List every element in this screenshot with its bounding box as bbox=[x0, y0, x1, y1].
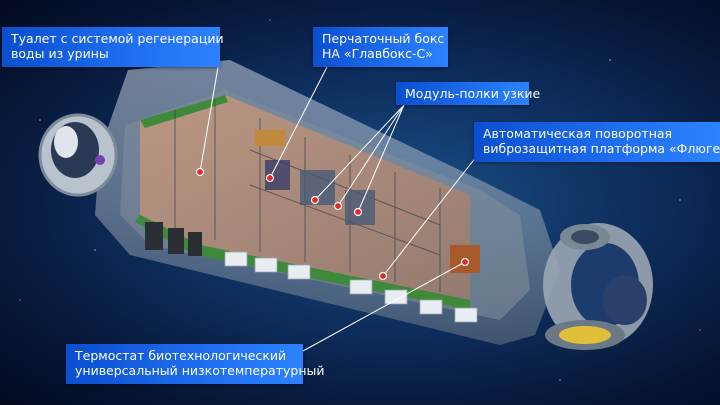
leader-lines bbox=[199, 66, 481, 352]
marker-thermostat bbox=[460, 257, 470, 267]
marker-shelf-2 bbox=[333, 201, 343, 211]
marker-glovebox bbox=[265, 173, 275, 183]
callout-toilet: Туалет с системой регенерации воды из ур… bbox=[2, 27, 224, 67]
callout-toilet-line-2: воды из урины bbox=[11, 46, 109, 61]
callout-thermostat-line-2: универсальный низкотемпературный bbox=[75, 363, 325, 378]
callout-platform-line-2: виброзащитная платформа «Флюгер» bbox=[483, 141, 720, 156]
callout-shelves: Модуль-полки узкие bbox=[396, 82, 541, 105]
callout-shelves-line-1: Модуль-полки узкие bbox=[405, 86, 541, 101]
callout-thermostat: Термостат биотехнологический универсальн… bbox=[66, 344, 325, 384]
left-docking-port bbox=[38, 113, 118, 197]
callout-toilet-line-1: Туалет с системой регенерации bbox=[11, 31, 224, 46]
marker-shelf-1 bbox=[310, 195, 320, 205]
marker-toilet bbox=[195, 167, 205, 177]
right-docking-node bbox=[543, 223, 653, 350]
callout-thermostat-line-1: Термостат биотехнологический bbox=[75, 348, 287, 363]
markers bbox=[195, 167, 470, 281]
callout-glovebox-line-1: Перчаточный бокс bbox=[322, 31, 445, 46]
marker-shelf-3 bbox=[353, 207, 363, 217]
marker-platform bbox=[378, 271, 388, 281]
lower-racks bbox=[224, 251, 478, 323]
callout-glovebox: Перчаточный бокс НА «Главбокс-С» bbox=[313, 27, 448, 67]
callout-platform: Автоматическая поворотная виброзащитная … bbox=[474, 122, 720, 162]
dark-units bbox=[145, 222, 202, 256]
callout-platform-line-1: Автоматическая поворотная bbox=[483, 126, 673, 141]
callout-glovebox-line-2: НА «Главбокс-С» bbox=[322, 46, 433, 61]
stars bbox=[19, 19, 701, 381]
